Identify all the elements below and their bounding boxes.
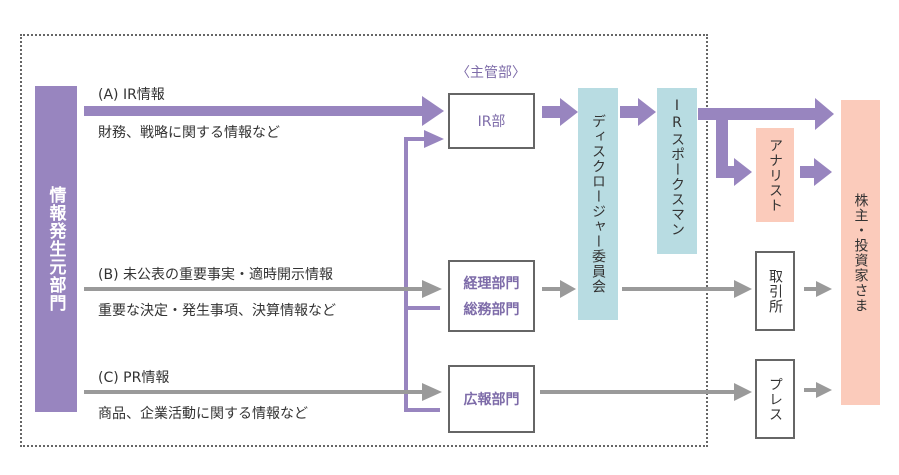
accounting-general-affairs-box: 経理部門 総務部門 xyxy=(448,260,535,332)
flow-a-arrow xyxy=(84,96,444,126)
shareholders-label: 株主・投資家さま xyxy=(852,192,869,313)
managing-dept-label: 〈主管部〉 xyxy=(456,65,526,81)
exchange-box: 取引所 xyxy=(755,251,795,331)
ir-to-committee-arrow xyxy=(542,98,578,126)
disclosure-committee-box: ディスクロージャー委員会 xyxy=(578,88,618,320)
pr-department-box: 広報部門 xyxy=(448,365,535,433)
ir-spokesman-box: IRスポークスマン xyxy=(657,88,697,254)
press-label: プレス xyxy=(767,376,783,422)
flow-b-title: (B) 未公表の重要事実・適時開示情報 xyxy=(98,267,333,283)
analyst-to-shareholders-arrow xyxy=(800,158,832,186)
ir-department-label: IR部 xyxy=(477,114,506,130)
exchange-label: 取引所 xyxy=(767,268,783,314)
disclosure-committee-label: ディスクロージャー委員会 xyxy=(590,114,606,294)
accounting-dept-label: 経理部門 xyxy=(463,276,520,292)
pr-to-press-arrow xyxy=(540,383,752,401)
pr-department-label: 広報部門 xyxy=(463,392,520,408)
source-department-label: 情報発生元部門 xyxy=(45,186,66,312)
flow-c-subtitle: 商品、企業活動に関する情報など xyxy=(98,406,308,422)
company-boundary xyxy=(20,34,708,447)
analyst-box: アナリスト xyxy=(756,128,794,222)
shareholders-box: 株主・投資家さま xyxy=(841,100,880,405)
press-to-shareholders-arrow xyxy=(804,382,832,398)
committee-to-exchange-arrow xyxy=(622,280,752,298)
press-box: プレス xyxy=(755,359,795,439)
flow-a-title: (A) IR情報 xyxy=(98,87,165,103)
general-affairs-dept-label: 総務部門 xyxy=(463,302,520,318)
ir-spokesman-label: IRスポークスマン xyxy=(669,98,685,237)
flow-b-subtitle: 重要な決定・発生事項、決算情報など xyxy=(98,303,336,319)
flow-c-title: (C) PR情報 xyxy=(98,370,170,386)
source-department: 情報発生元部門 xyxy=(35,86,77,412)
flow-a-subtitle: 財務、戦略に関する情報など xyxy=(98,125,280,141)
committee-to-spokesman-arrow xyxy=(620,98,656,126)
purple-connector xyxy=(404,130,444,412)
flow-c-arrow xyxy=(84,383,442,401)
analyst-label: アナリスト xyxy=(767,137,783,213)
ir-department-box: IR部 xyxy=(448,93,535,149)
exchange-to-shareholders-arrow xyxy=(804,281,832,297)
spokesman-to-analyst-arrow xyxy=(716,108,752,186)
flow-b-arrow xyxy=(84,280,442,298)
accounting-to-committee-arrow xyxy=(542,280,576,298)
